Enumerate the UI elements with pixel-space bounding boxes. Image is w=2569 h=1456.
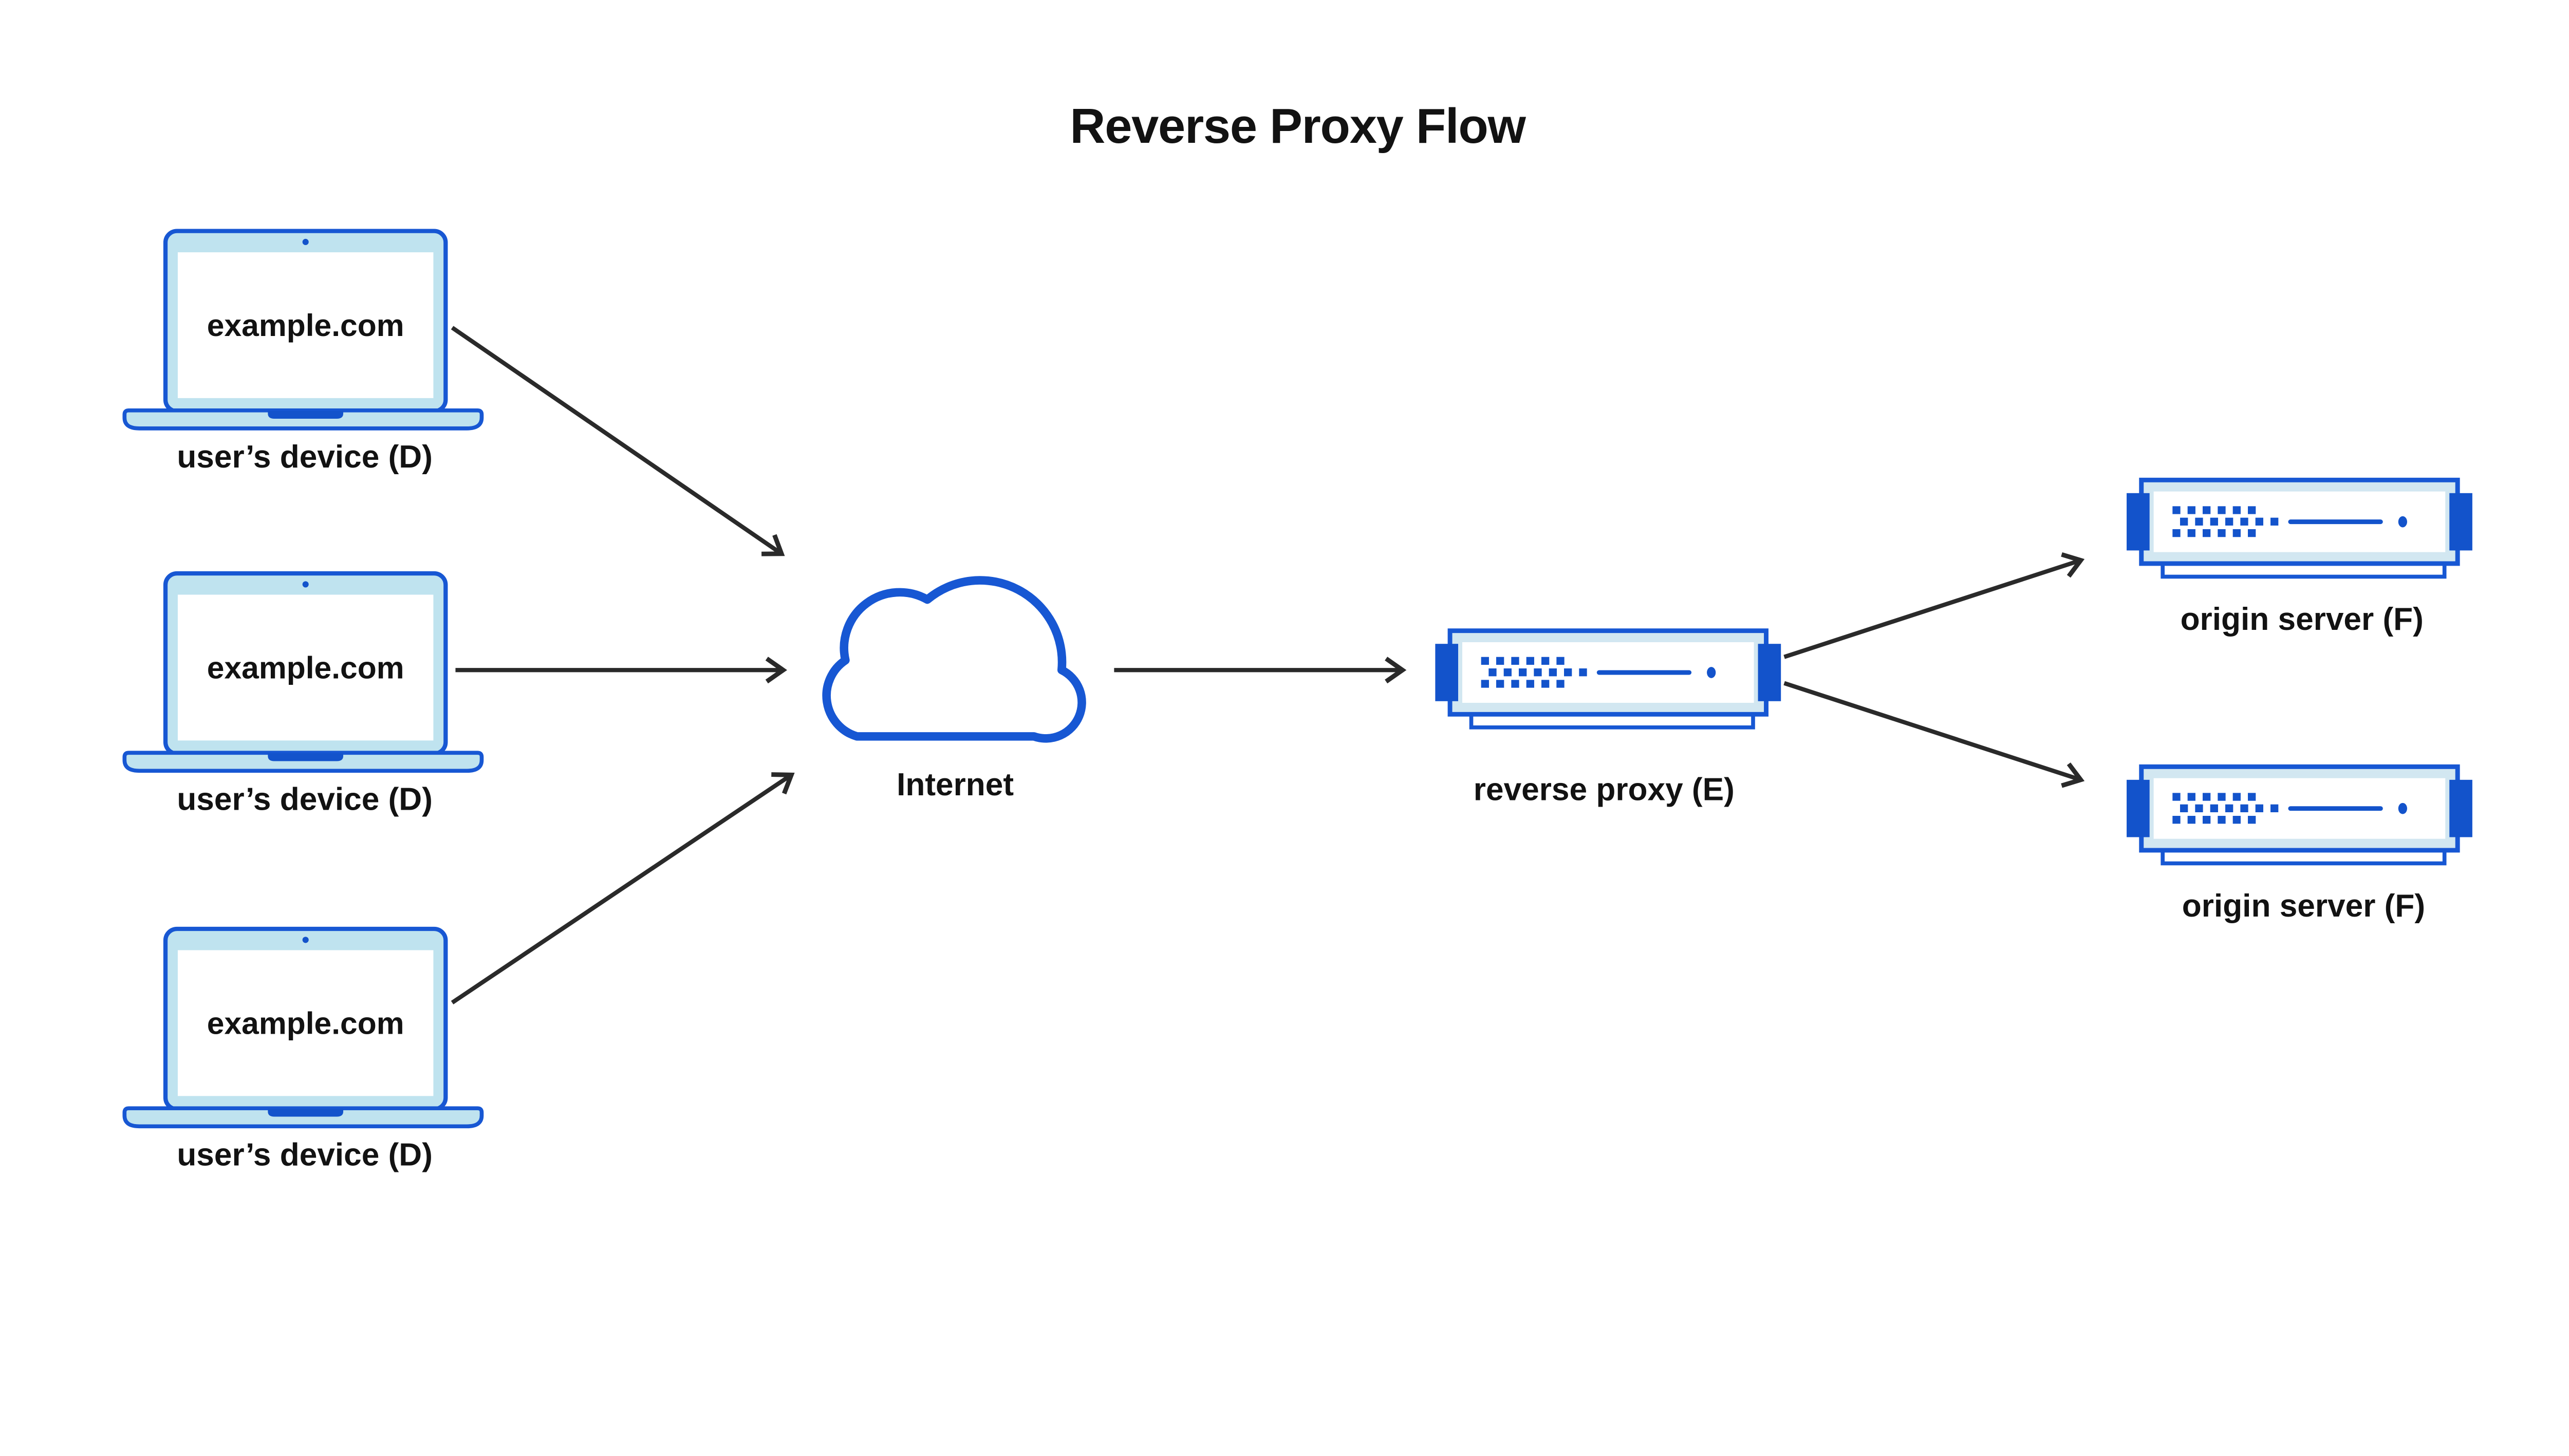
- reverse-proxy-node: reverse proxy (E): [1435, 631, 1781, 807]
- user-device-1: example.com user’s device (D): [124, 231, 481, 475]
- device-caption: user’s device (D): [177, 782, 433, 817]
- device-caption: user’s device (D): [177, 439, 433, 475]
- server-icon: [2127, 480, 2472, 576]
- device-screen-text: example.com: [207, 1005, 404, 1040]
- internet-label: Internet: [897, 767, 1014, 802]
- server-icon: [1435, 631, 1781, 727]
- device-screen-text: example.com: [207, 308, 404, 343]
- diagram-canvas: Reverse Proxy Flow example.com user’s de…: [0, 99, 2569, 1173]
- server-icon: [2127, 767, 2472, 863]
- page-title: Reverse Proxy Flow: [1070, 99, 1526, 154]
- arrow-proxy-origin1: [1783, 552, 2085, 659]
- origin-server-caption: origin server (F): [2182, 888, 2425, 924]
- reverse-proxy-caption: reverse proxy (E): [1474, 772, 1735, 807]
- cloud-icon: [822, 576, 1086, 743]
- reverse-proxy-flow-diagram: Reverse Proxy Flow example.com user’s de…: [0, 99, 2569, 1173]
- arrow-device3-internet: [451, 772, 795, 1004]
- arrow-proxy-origin2: [1783, 681, 2085, 788]
- device-caption: user’s device (D): [177, 1137, 433, 1173]
- origin-server-caption: origin server (F): [2181, 602, 2424, 637]
- arrow-device1-internet: [451, 326, 785, 556]
- origin-server-2: origin server (F): [2127, 767, 2472, 924]
- origin-server-1: origin server (F): [2127, 480, 2472, 637]
- internet-node: Internet: [822, 576, 1086, 802]
- user-device-3: example.com user’s device (D): [124, 929, 481, 1173]
- user-device-2: example.com user’s device (D): [124, 573, 481, 817]
- flow-arrows: [451, 326, 2085, 1004]
- device-screen-text: example.com: [207, 650, 404, 685]
